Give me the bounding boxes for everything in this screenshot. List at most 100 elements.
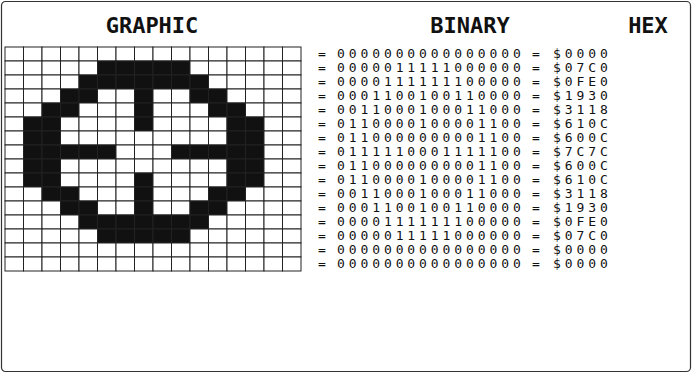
binary-value: 0111110001111100 [337,145,525,159]
pixel-off [246,75,265,89]
pixel-on [24,173,43,187]
pixel-off [246,89,265,103]
pixel-off [79,131,98,145]
pixel-on [153,229,172,243]
pixel-off [42,89,61,103]
hex-value: $3118 [553,187,612,201]
pixel-off [79,159,98,173]
pixel-off [283,257,302,271]
pixel-off [24,103,43,117]
hex-value: $3118 [553,103,612,117]
pixel-off [79,173,98,187]
pixel-off [153,145,172,159]
pixel-off [264,47,283,61]
pixel-off [153,173,172,187]
equals-sign: = [318,257,326,271]
equals-sign: = [532,159,540,173]
pixel-on [190,75,209,89]
pixel-on [227,117,246,131]
pixel-off [283,61,302,75]
pixel-off [209,159,228,173]
hex-value: $0000 [553,47,612,61]
pixel-on [79,201,98,215]
binary-value: 0110000000001100 [337,159,525,173]
pixel-on [209,187,228,201]
pixel-off [227,47,246,61]
pixel-off [283,215,302,229]
pixel-on [153,215,172,229]
pixel-off [246,229,265,243]
equals-sign: = [532,215,540,229]
binary-value: 0000000000000000 [337,47,525,61]
equals-sign: = [532,47,540,61]
pixel-off [283,117,302,131]
pixel-off [98,243,117,257]
pixel-off [5,243,24,257]
equals-sign: = [318,117,326,131]
pixel-off [24,89,43,103]
pixel-off [227,215,246,229]
pixel-on [61,103,80,117]
equals-sign: = [532,117,540,131]
pixel-off [5,131,24,145]
pixel-off [79,187,98,201]
binary-value: 0000011111000000 [337,229,525,243]
pixel-on [246,131,265,145]
pixel-off [98,47,117,61]
pixel-on [209,201,228,215]
pixel-on [79,75,98,89]
hex-value: $1930 [553,89,612,103]
pixel-off [209,47,228,61]
pixel-off [190,243,209,257]
pixel-off [24,187,43,201]
pixel-off [42,47,61,61]
pixel-on [116,229,135,243]
pixel-off [5,173,24,187]
hex-value: $0FE0 [553,215,612,229]
pixel-off [246,47,265,61]
pixel-off [135,47,154,61]
equals-sign: = [318,89,326,103]
hex-value: $0FE0 [553,75,612,89]
pixel-off [153,131,172,145]
pixel-off [283,187,302,201]
pixel-off [42,229,61,243]
binary-value: 0000111111100000 [337,75,525,89]
equals-sign: = [318,187,326,201]
pixel-off [5,257,24,271]
pixel-on [209,89,228,103]
pixel-on [24,145,43,159]
pixel-on [135,103,154,117]
pixel-on [227,103,246,117]
pixel-off [61,243,80,257]
pixel-off [246,61,265,75]
hex-value: $610C [553,117,612,131]
pixel-on [135,173,154,187]
pixel-off [5,117,24,131]
pixel-off [190,229,209,243]
pixel-off [190,47,209,61]
binary-value: 0000000000000000 [337,257,525,271]
pixel-off [264,145,283,159]
pixel-off [227,89,246,103]
pixel-off [5,229,24,243]
pixel-on [135,229,154,243]
pixel-off [172,89,191,103]
pixel-off [116,243,135,257]
pixel-off [98,159,117,173]
pixel-on [135,61,154,75]
pixel-off [246,187,265,201]
binary-value: 0001100100110000 [337,89,525,103]
pixel-on [246,117,265,131]
pixel-off [246,103,265,117]
pixel-off [190,173,209,187]
binary-value: 0000011111000000 [337,61,525,75]
pixel-on [172,229,191,243]
binary-value: 0001100100110000 [337,201,525,215]
pixel-off [42,243,61,257]
equals-sign: = [318,145,326,159]
pixel-off [283,75,302,89]
pixel-off [209,117,228,131]
pixel-off [190,187,209,201]
pixel-on [172,145,191,159]
